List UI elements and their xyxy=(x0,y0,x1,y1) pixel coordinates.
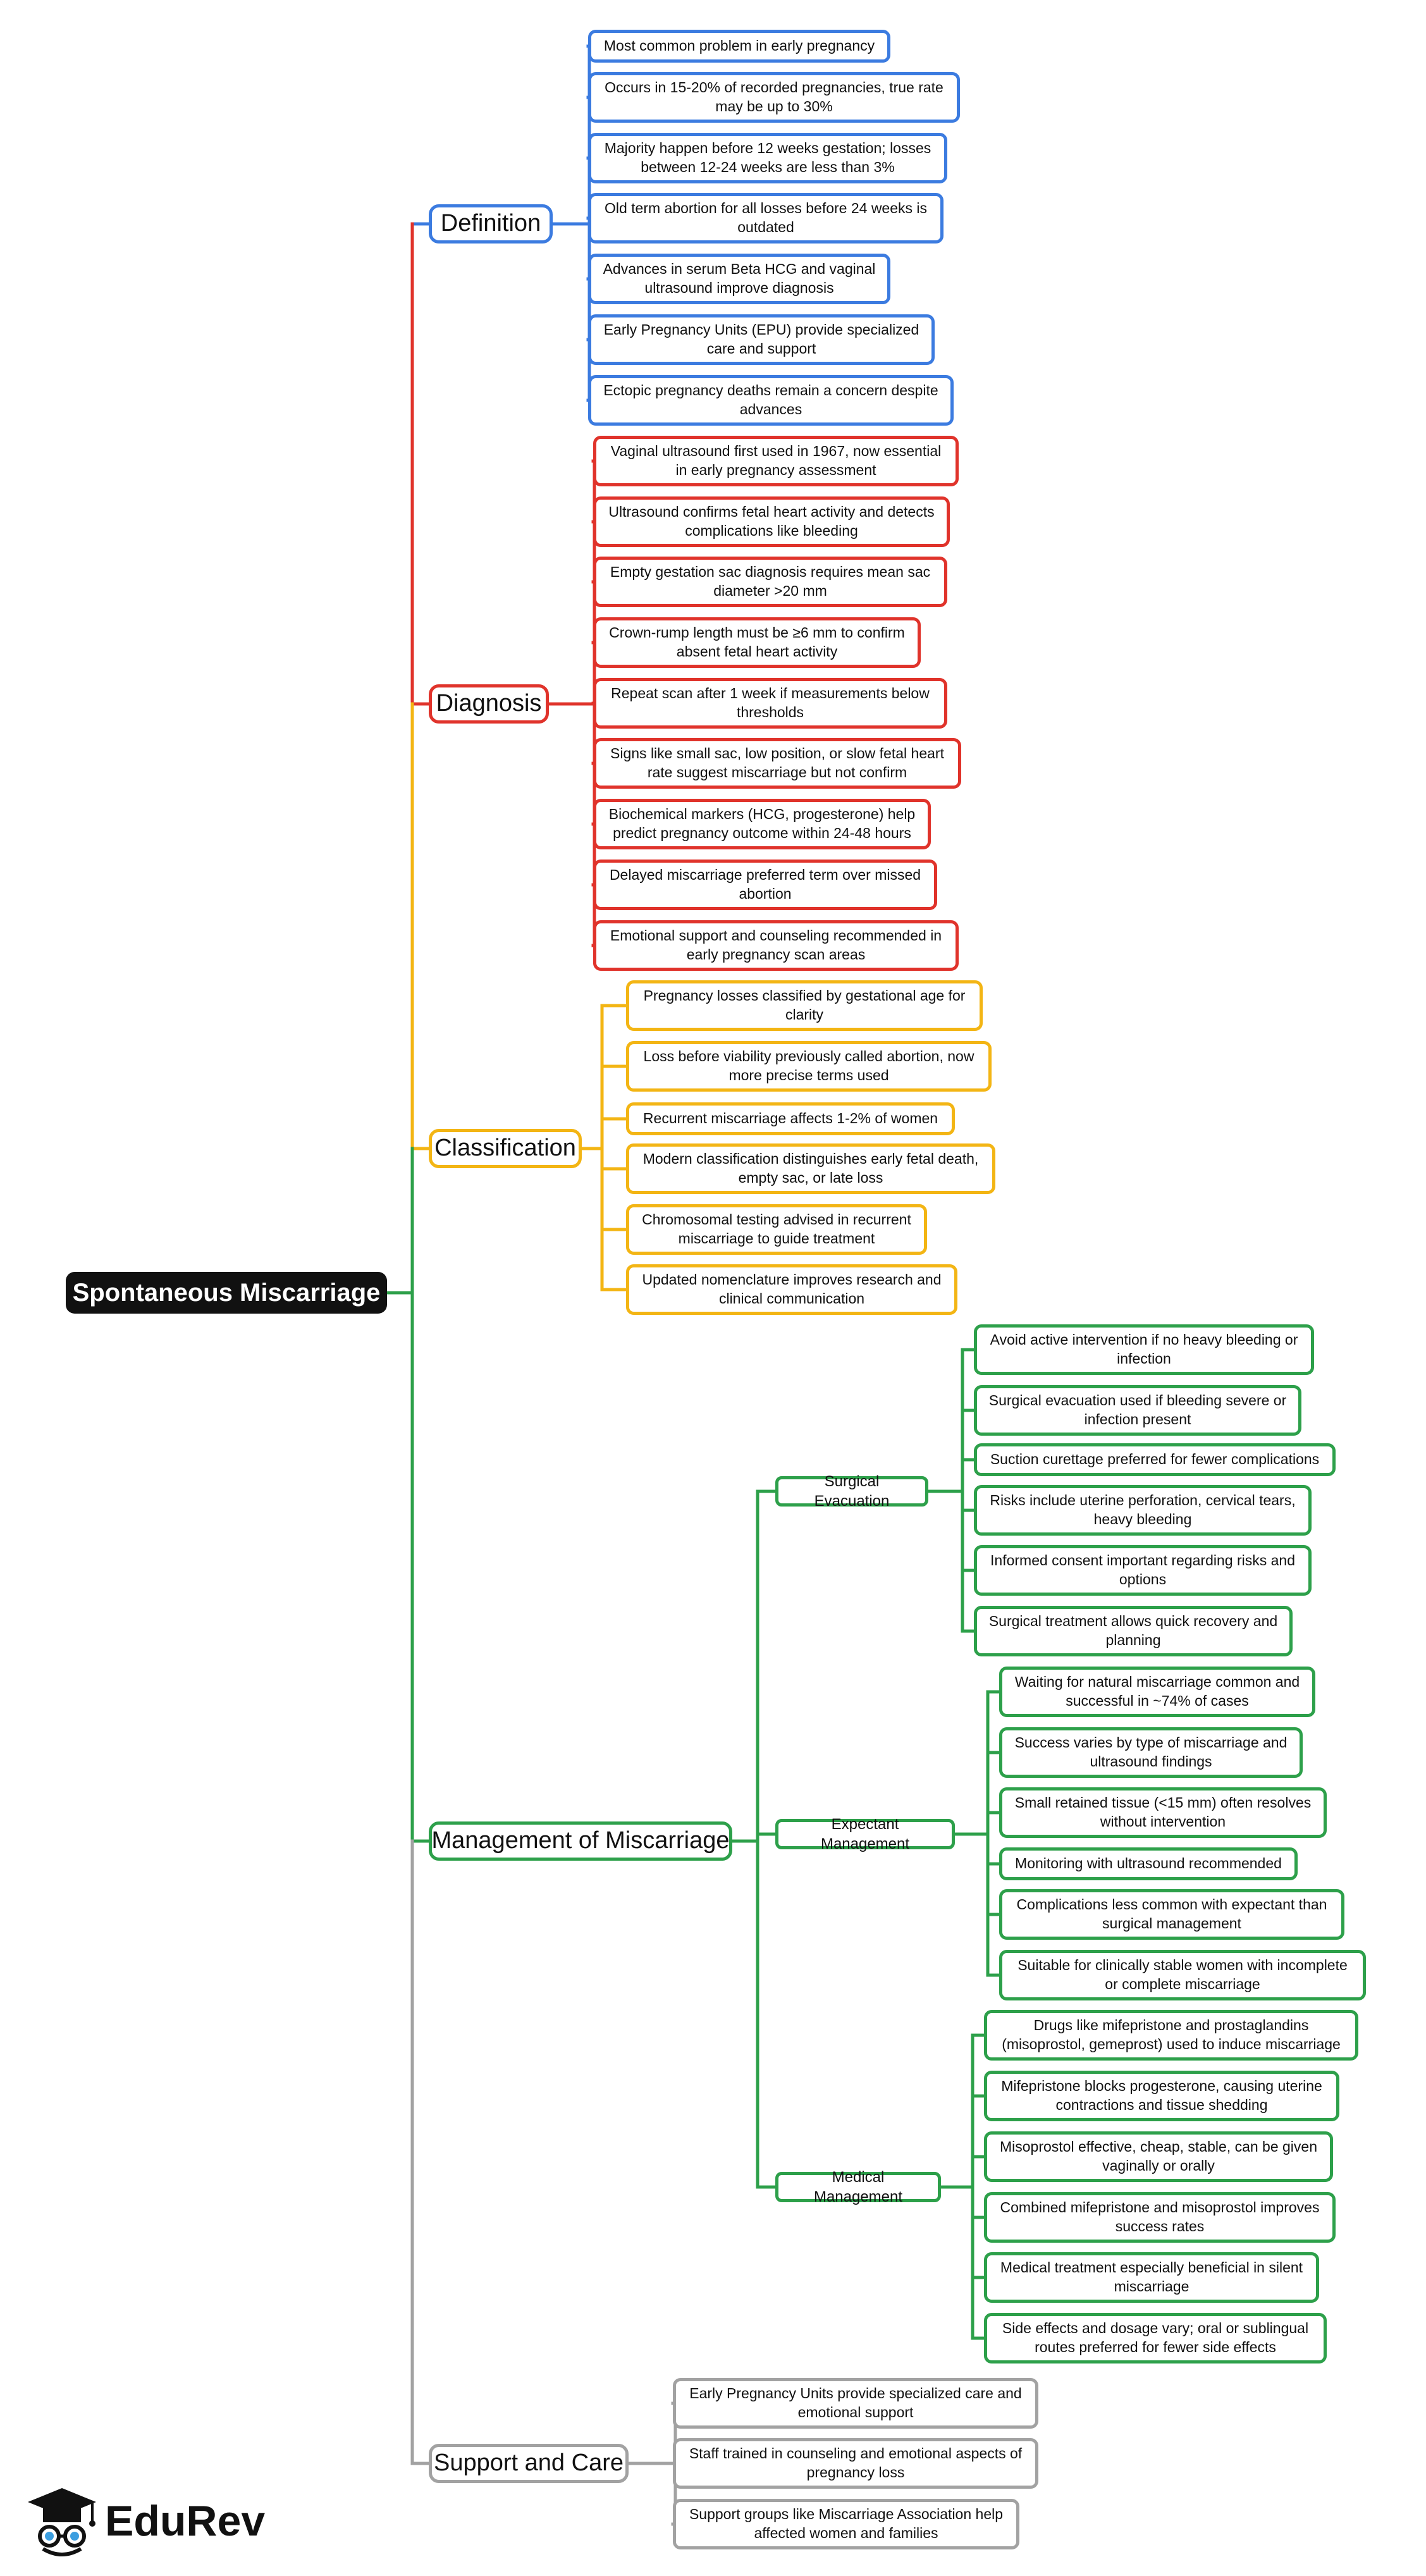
medical-item: Medical treatment especially beneficial … xyxy=(984,2252,1319,2303)
diagnosis-item: Crown-rump length must be ≥6 mm to confi… xyxy=(593,617,921,668)
classification-item: Pregnancy losses classified by gestation… xyxy=(626,980,983,1031)
definition-item: Old term abortion for all losses before … xyxy=(588,193,943,243)
medical-item: Combined mifepristone and misoprostol im… xyxy=(984,2192,1336,2243)
surgical-item: Avoid active intervention if no heavy bl… xyxy=(974,1324,1314,1375)
expectant-item: Complications less common with expectant… xyxy=(999,1889,1344,1940)
root-node: Spontaneous Miscarriage xyxy=(66,1272,387,1314)
support-item: Staff trained in counseling and emotiona… xyxy=(673,2438,1038,2489)
surgical-item: Surgical treatment allows quick recovery… xyxy=(974,1606,1293,1656)
medical-item: Side effects and dosage vary; oral or su… xyxy=(984,2313,1327,2363)
definition-item: Ectopic pregnancy deaths remain a concer… xyxy=(588,375,954,426)
surgical-item: Surgical evacuation used if bleeding sev… xyxy=(974,1385,1301,1436)
surgical-item: Informed consent important regarding ris… xyxy=(974,1545,1312,1596)
sub-surgical-evacuation: Surgical Evacuation xyxy=(775,1473,928,1510)
classification-item: Chromosomal testing advised in recurrent… xyxy=(626,1204,927,1255)
logo-text: EduRev xyxy=(105,2497,266,2545)
diagnosis-item: Signs like small sac, low position, or s… xyxy=(593,738,961,789)
classification-item: Updated nomenclature improves research a… xyxy=(626,1264,957,1315)
expectant-item: Monitoring with ultrasound recommended xyxy=(999,1847,1298,1880)
expectant-item: Small retained tissue (<15 mm) often res… xyxy=(999,1787,1327,1838)
expectant-item: Success varies by type of miscarriage an… xyxy=(999,1727,1303,1778)
diagnosis-item: Empty gestation sac diagnosis requires m… xyxy=(593,557,947,607)
branch-support: Support and Care xyxy=(429,2444,629,2483)
definition-item: Majority happen before 12 weeks gestatio… xyxy=(588,133,947,183)
medical-item: Mifepristone blocks progesterone, causin… xyxy=(984,2071,1339,2121)
sub-expectant-management: Expectant Management xyxy=(775,1816,955,1852)
definition-item: Most common problem in early pregnancy xyxy=(588,30,890,63)
medical-item: Misoprostol effective, cheap, stable, ca… xyxy=(984,2131,1333,2182)
diagnosis-item: Repeat scan after 1 week if measurements… xyxy=(593,678,947,729)
surgical-item: Risks include uterine perforation, cervi… xyxy=(974,1485,1312,1536)
support-item: Support groups like Miscarriage Associat… xyxy=(673,2499,1019,2549)
surgical-item: Suction curettage preferred for fewer co… xyxy=(974,1443,1336,1476)
definition-item: Early Pregnancy Units (EPU) provide spec… xyxy=(588,314,935,365)
diagnosis-item: Ultrasound confirms fetal heart activity… xyxy=(593,496,950,547)
classification-item: Loss before viability previously called … xyxy=(626,1041,992,1092)
diagnosis-item: Delayed miscarriage preferred term over … xyxy=(593,860,937,910)
branch-management: Management of Miscarriage xyxy=(429,1821,732,1861)
branch-diagnosis: Diagnosis xyxy=(429,684,549,724)
diagnosis-item: Vaginal ultrasound first used in 1967, n… xyxy=(593,436,959,486)
sub-medical-management: Medical Management xyxy=(775,2169,941,2205)
branch-classification: Classification xyxy=(429,1129,582,1168)
classification-item: Recurrent miscarriage affects 1-2% of wo… xyxy=(626,1102,955,1135)
diagnosis-item: Emotional support and counseling recomme… xyxy=(593,920,959,971)
branch-definition: Definition xyxy=(429,204,553,243)
diagnosis-item: Biochemical markers (HCG, progesterone) … xyxy=(593,799,931,849)
medical-item: Drugs like mifepristone and prostaglandi… xyxy=(984,2010,1358,2061)
definition-item: Advances in serum Beta HCG and vaginal u… xyxy=(588,254,890,304)
support-item: Early Pregnancy Units provide specialize… xyxy=(673,2378,1038,2429)
expectant-item: Suitable for clinically stable women wit… xyxy=(999,1950,1366,2000)
edurev-logo: EduRev xyxy=(24,2483,290,2559)
classification-item: Modern classification distinguishes earl… xyxy=(626,1143,995,1194)
graduation-cap-icon xyxy=(28,2488,96,2556)
definition-item: Occurs in 15-20% of recorded pregnancies… xyxy=(588,72,960,123)
expectant-item: Waiting for natural miscarriage common a… xyxy=(999,1667,1315,1717)
